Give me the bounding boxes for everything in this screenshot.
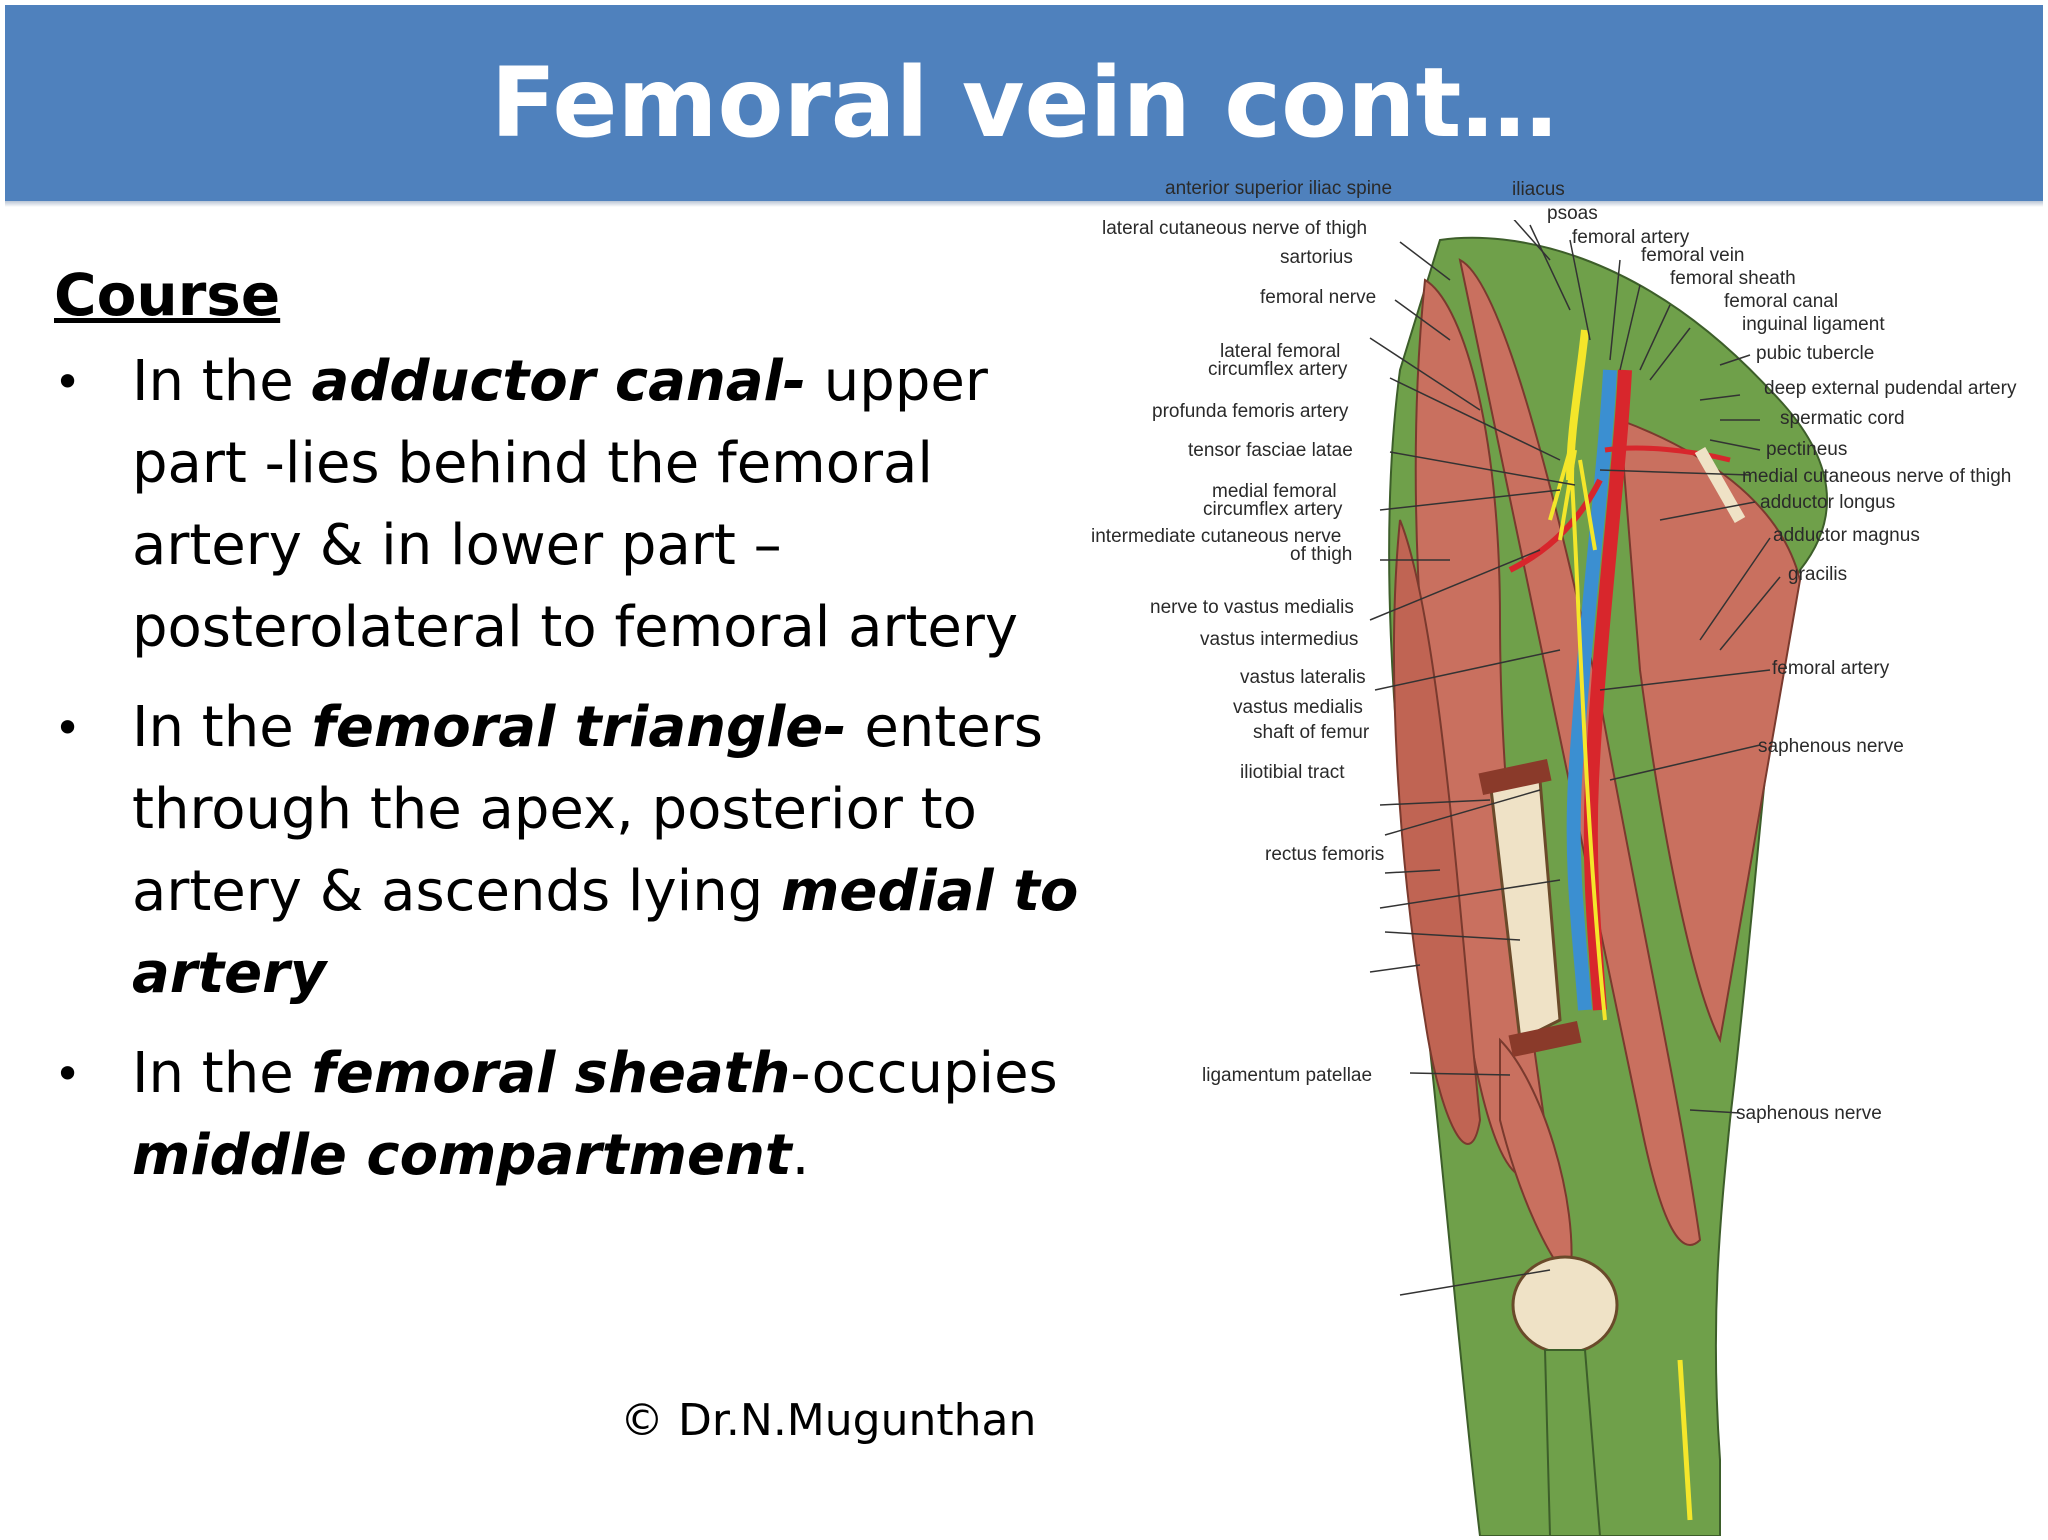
bullet-emphasis: femoral sheath <box>311 1041 791 1106</box>
spermatic-cord <box>1694 447 1746 523</box>
bullet-icon: • <box>54 355 82 409</box>
label-rectus-femoris: rectus femoris <box>1265 844 1385 865</box>
label-profunda-femoris-artery: profunda femoris artery <box>1152 401 1349 422</box>
label-spermatic-cord: spermatic cord <box>1780 408 1905 429</box>
label-iliacus: iliacus <box>1512 179 1565 200</box>
bullet-emphasis: middle compartment <box>132 1123 792 1188</box>
title-divider <box>5 201 2043 207</box>
label-tensor-fasciae-latae: tensor fasciae latae <box>1188 440 1353 461</box>
saphenous-nerve-lower <box>1677 1359 1693 1521</box>
label-circumflex-artery-1: circumflex artery <box>1208 359 1348 380</box>
label-intermediate-cutaneous-nerve: intermediate cutaneous nerve <box>1091 526 1342 547</box>
copyright-notice: © Dr.N.Mugunthan <box>620 1395 1037 1446</box>
label-saphenous-nerve-mid: saphenous nerve <box>1758 736 1904 757</box>
label-vastus-medialis: vastus medialis <box>1233 697 1363 718</box>
bullet-item: • In the femoral triangle- enters throug… <box>54 687 1094 1015</box>
label-ligamentum-patellae: ligamentum patellae <box>1202 1065 1373 1086</box>
label-iliotibial-tract: iliotibial tract <box>1240 762 1345 783</box>
bullet-text: enters through the apex, posterior to ar… <box>132 695 1043 924</box>
label-pectineus: pectineus <box>1766 439 1848 460</box>
anatomy-svg: anterior superior iliac spine <box>1369 214 1828 1537</box>
circumflex-artery <box>1604 445 1731 463</box>
bullet-text: -occupies <box>790 1041 1058 1106</box>
adductor-muscles <box>1618 418 1802 1044</box>
femur-cut-bottom <box>1508 1020 1582 1058</box>
bullet-text: In the <box>132 1041 312 1106</box>
label-femoral-artery-lower: femoral artery <box>1772 658 1890 679</box>
label-femoral-vein: femoral vein <box>1641 245 1745 266</box>
bullet-icon: • <box>54 701 82 755</box>
slide-title: Femoral vein cont… <box>490 47 1558 159</box>
label-pubic-tubercle: pubic tubercle <box>1756 343 1875 364</box>
bullet-text: upper part -lies behind the femoral arte… <box>132 349 1019 660</box>
vastus-lateralis <box>1393 519 1482 1145</box>
bullet-item: • In the adductor canal- upper part -lie… <box>54 341 1094 669</box>
figure-labels: anterior superior iliac spine lateral cu… <box>1080 178 2048 1536</box>
label-medial-femoral: medial femoral <box>1212 481 1337 502</box>
label-sartorius: sartorius <box>1280 247 1353 268</box>
label-lateral-cutaneous-nerve: lateral cutaneous nerve of thigh <box>1102 218 1368 239</box>
leader-lines-right <box>1509 214 1781 1114</box>
label-femoral-sheath: femoral sheath <box>1670 268 1796 289</box>
label-nerve-to-vastus-medialis: nerve to vastus medialis <box>1150 597 1354 618</box>
label-femoral-artery-top: femoral artery <box>1572 227 1690 248</box>
label-vastus-intermedius: vastus intermedius <box>1200 629 1359 650</box>
label-lateral-femoral: lateral femoral <box>1220 341 1341 362</box>
bullet-icon: • <box>54 1047 82 1101</box>
femur-cut-top <box>1478 758 1552 796</box>
slide-body: Course • In the adductor canal- upper pa… <box>54 255 1094 1215</box>
label-circumflex-artery-2: circumflex artery <box>1203 499 1343 520</box>
thigh-anatomy-illustration: anterior superior iliac spine anterior s… <box>1080 178 2048 1537</box>
label-adductor-longus: adductor longus <box>1760 492 1896 513</box>
label-psoas: psoas <box>1547 203 1598 224</box>
bullet-text: In the <box>132 349 312 414</box>
label-deep-external-pudendal-artery: deep external pudendal artery <box>1764 378 2017 399</box>
label-gracilis: gracilis <box>1788 564 1848 585</box>
label-inguinal-ligament: inguinal ligament <box>1742 314 1885 335</box>
bullet-emphasis: adductor canal- <box>311 349 806 414</box>
label-of-thigh: of thigh <box>1290 544 1353 565</box>
femoral-artery <box>1583 369 1632 1011</box>
label-femoral-nerve: femoral nerve <box>1260 287 1377 308</box>
label-shaft-of-femur: shaft of femur <box>1253 722 1370 743</box>
label-anterior-superior-iliac-spine: anterior superior iliac spine <box>1165 178 1393 199</box>
bullet-text: In the <box>132 695 312 760</box>
bullet-list: • In the adductor canal- upper part -lie… <box>54 341 1094 1197</box>
bullet-text: . <box>791 1123 810 1188</box>
label-medial-cutaneous-nerve: medial cutaneous nerve of thigh <box>1742 466 2012 487</box>
title-bar: Femoral vein cont… <box>5 5 2043 201</box>
label-adductor-magnus: adductor magnus <box>1773 525 1920 546</box>
label-vastus-lateralis: vastus lateralis <box>1240 667 1366 688</box>
leader-lines-left <box>1369 241 1576 1296</box>
nerve-branches <box>1548 449 1597 551</box>
bullet-item: • In the femoral sheath-occupies middle … <box>54 1033 1094 1197</box>
femoral-nerve <box>1566 329 1589 481</box>
bullet-emphasis: medial to artery <box>132 859 1079 1006</box>
femoral-vein <box>1566 369 1617 1011</box>
label-saphenous-nerve-lower: saphenous nerve <box>1736 1103 1882 1124</box>
label-femoral-canal: femoral canal <box>1724 291 1839 312</box>
saphenous-nerve <box>1570 479 1607 1021</box>
section-heading: Course <box>54 261 281 329</box>
bullet-emphasis: femoral triangle- <box>311 695 847 760</box>
